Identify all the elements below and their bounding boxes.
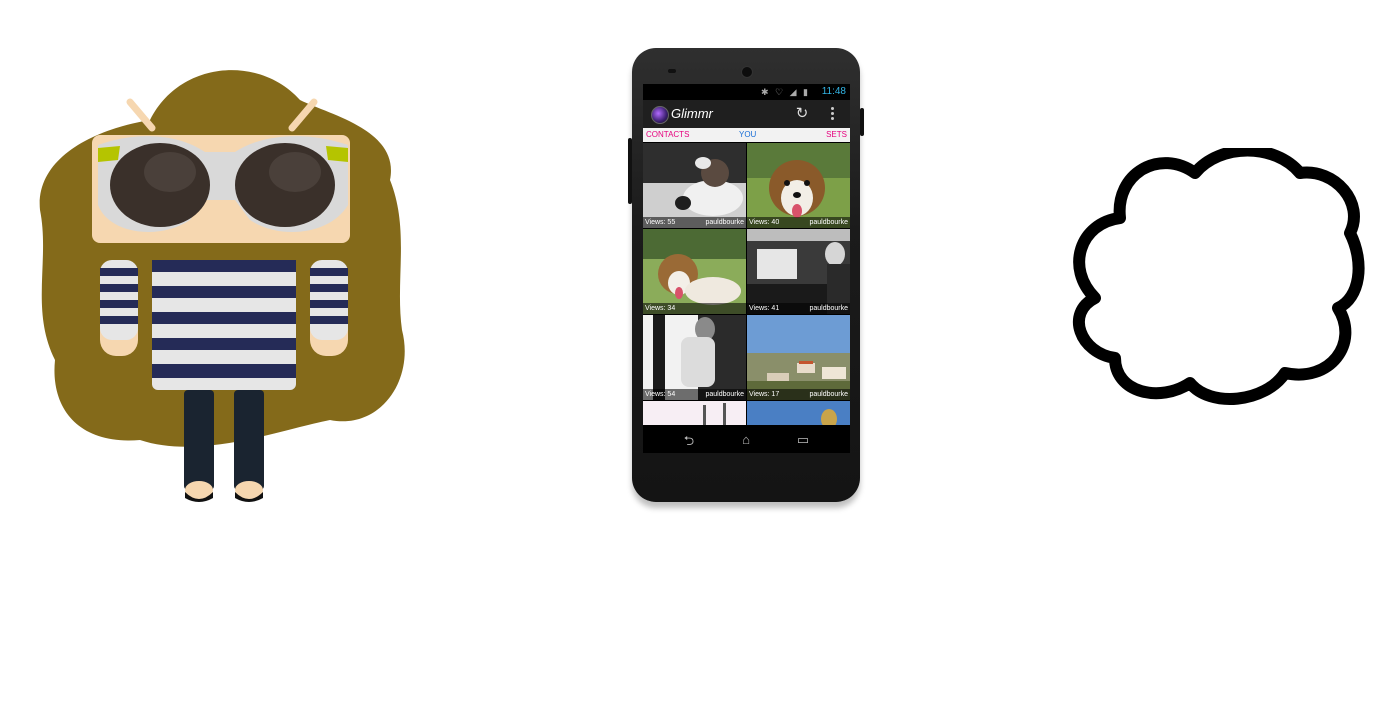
- tab-you[interactable]: YOU: [739, 130, 757, 139]
- volume-button: [628, 138, 632, 204]
- photo-grid: Views: 55 pauldbourke Views: 40 pauldbourk…: [643, 143, 850, 425]
- photo-owner: pauldbourke: [809, 219, 848, 226]
- photo-dog-lying: [643, 229, 746, 314]
- action-bar: Glimmr ↻: [643, 100, 850, 128]
- photo-views: Views: 40: [749, 219, 780, 226]
- photo-views: Views: 17: [749, 391, 780, 398]
- photo-owner: pauldbourke: [809, 391, 848, 398]
- status-bar: ✱ ♡ ◢ ▮ 11:48: [643, 84, 850, 100]
- refresh-icon[interactable]: ↻: [795, 105, 809, 122]
- app-title: Glimmr: [671, 106, 713, 121]
- photo-tile[interactable]: Views: 17 pauldbourke: [747, 315, 850, 400]
- android-girl-illustration: [39, 70, 405, 502]
- power-button: [860, 108, 864, 136]
- photo-tile[interactable]: Views: 54 pauldbourke: [643, 315, 746, 400]
- photo-town: [747, 315, 850, 400]
- photo-views: Views: 41: [749, 305, 780, 312]
- front-camera: [741, 66, 753, 78]
- tab-strip: CONTACTS YOU SETS: [643, 128, 850, 142]
- photo-tile[interactable]: [747, 401, 850, 425]
- status-time: 11:48: [821, 86, 846, 97]
- photo-tile[interactable]: Views: 55 pauldbourke: [643, 143, 746, 228]
- photo-views: Views: 34: [645, 305, 676, 312]
- photo-tile[interactable]: Views: 40 pauldbourke: [747, 143, 850, 228]
- photo-owner: pauldbourke: [705, 219, 744, 226]
- home-icon[interactable]: ⌂: [742, 432, 750, 447]
- app-logo-icon[interactable]: [651, 106, 669, 124]
- recents-icon[interactable]: ▭: [796, 432, 810, 447]
- photo-piano: [747, 229, 850, 314]
- cloud-outline-icon: [1072, 148, 1365, 405]
- photo-tile[interactable]: Views: 41 pauldbourke: [747, 229, 850, 314]
- phone-speaker: [668, 69, 676, 73]
- photo-tile[interactable]: [643, 401, 746, 425]
- photo-tile[interactable]: Views: 34: [643, 229, 746, 314]
- photo-bw-dog: [643, 143, 746, 228]
- phone-screen: ✱ ♡ ◢ ▮ 11:48 Glimmr ↻ CONTACTS YOU SETS…: [643, 84, 850, 453]
- hair-shape: [39, 70, 405, 447]
- photo-owner: pauldbourke: [705, 391, 744, 398]
- photo-views: Views: 54: [645, 391, 676, 398]
- photo-dog-grass: [747, 143, 850, 228]
- photo-man-bw: [643, 315, 746, 400]
- back-icon[interactable]: ⮌: [683, 433, 695, 448]
- photo-partial: [643, 401, 746, 425]
- tab-sets[interactable]: SETS: [826, 130, 847, 139]
- photo-views: Views: 55: [645, 219, 676, 226]
- status-icons: ✱ ♡ ◢ ▮: [761, 87, 810, 97]
- photo-partial: [747, 401, 850, 425]
- photo-owner: pauldbourke: [809, 305, 848, 312]
- overflow-menu-icon[interactable]: [827, 105, 837, 123]
- navigation-bar: ⮌ ⌂ ▭: [643, 425, 850, 453]
- tab-contacts[interactable]: CONTACTS: [646, 130, 690, 139]
